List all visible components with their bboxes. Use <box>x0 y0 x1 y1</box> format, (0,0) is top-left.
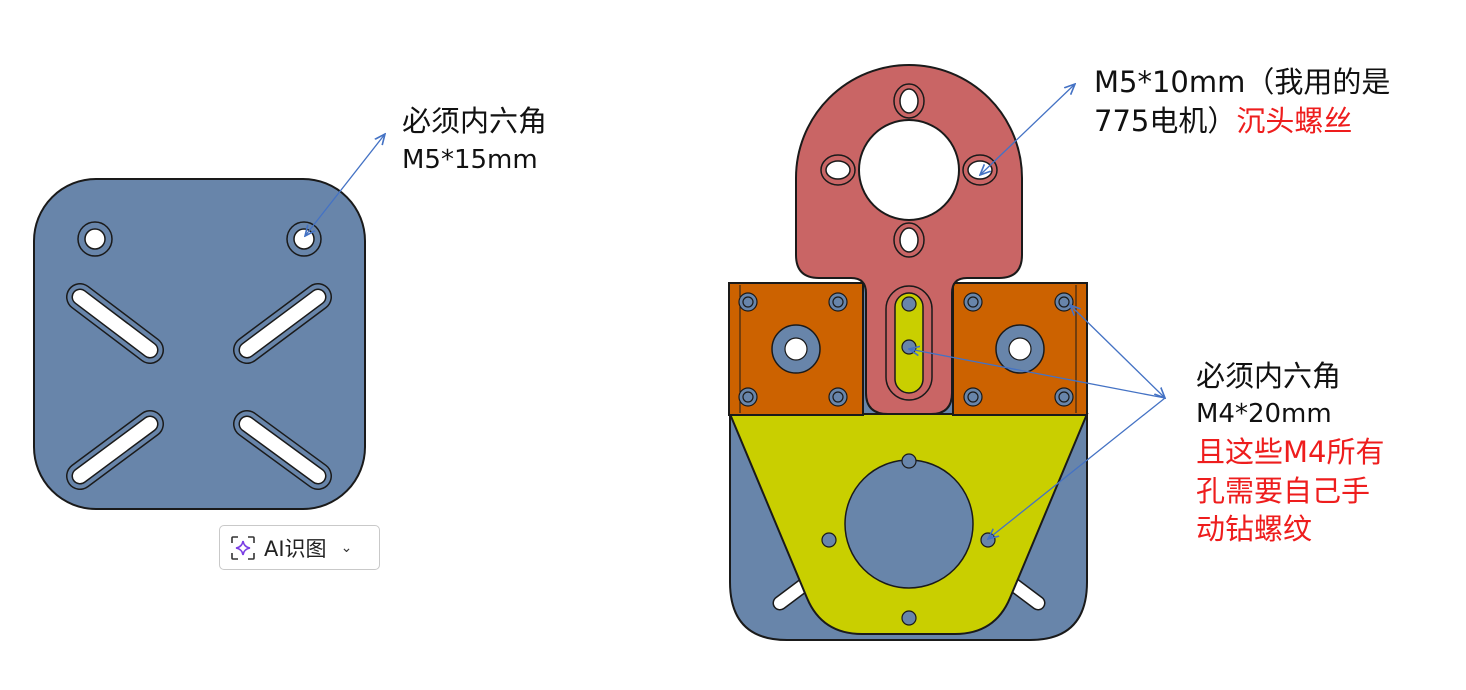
ai-button-label: AI识图 <box>264 536 327 561</box>
chevron-down-icon[interactable]: ⌄ <box>340 539 353 556</box>
top-note-line2-red: 沉头螺丝 <box>1236 104 1353 138</box>
right-note-red-line1: 且这些M4所有 <box>1196 435 1385 469</box>
ai-recognize-button[interactable]: AI识图 ⌄ <box>219 525 380 570</box>
left-blue-plate <box>33 178 366 510</box>
right-note-red-line2: 孔需要自己手 <box>1196 474 1371 508</box>
top-note-line2-black: 775电机） <box>1094 104 1237 138</box>
arrow-right-note-2 <box>1070 305 1165 398</box>
pink-motor-mount <box>795 64 1023 415</box>
orange-left-block <box>728 282 864 416</box>
arrow-left-note <box>305 134 385 236</box>
annotation-arrows <box>305 84 1165 539</box>
sparkle-scan-icon <box>230 535 256 561</box>
arrow-top-note <box>980 84 1075 175</box>
left-plate-slots <box>66 283 332 490</box>
motor-mount-slot <box>885 285 933 401</box>
left-note-line1: 必须内六角 <box>402 104 548 138</box>
right-note-line1: 必须内六角 <box>1196 359 1342 393</box>
left-note-line2: M5*15mm <box>402 145 538 175</box>
right-note-red-line3: 动钻螺纹 <box>1196 512 1313 546</box>
arrow-right-note-3 <box>988 397 1166 539</box>
right-note-line2: M4*20mm <box>1196 399 1332 429</box>
orange-right-block <box>952 282 1088 416</box>
motor-mount-screw-holes <box>820 83 998 258</box>
yellow-motor-plate <box>728 413 1089 635</box>
top-note-line1: M5*10mm（我用的是 <box>1094 65 1391 99</box>
top-note-line2: 775电机）沉头螺丝 <box>1094 104 1352 139</box>
